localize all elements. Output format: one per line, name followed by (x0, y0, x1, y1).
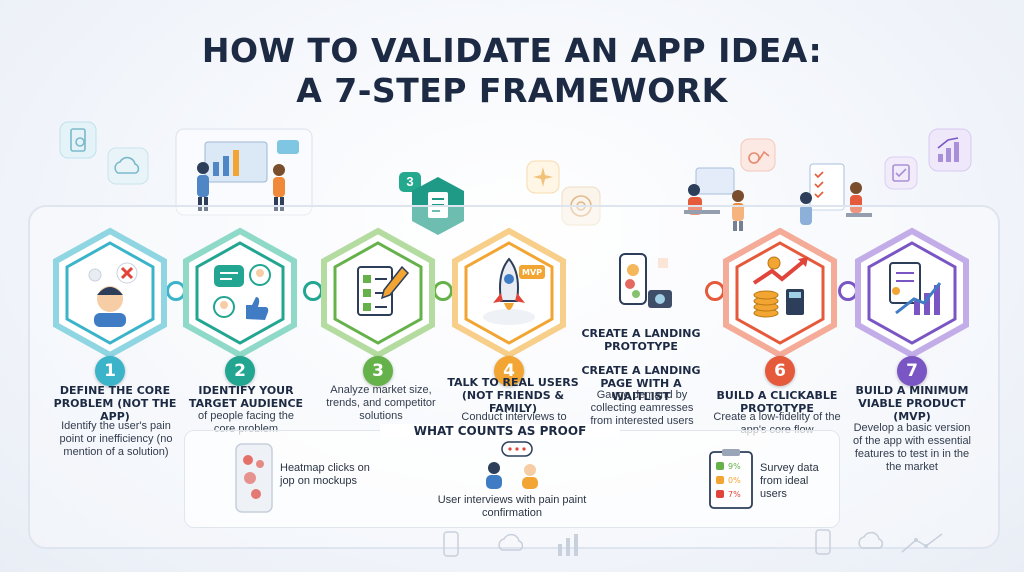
floating-step-badge: 3 (399, 172, 421, 192)
page-title-line2: A 7-STEP FRAMEWORK (296, 71, 728, 110)
check-square-icon (884, 156, 918, 190)
step-1-badge: 1 (95, 356, 125, 386)
page-title-line1: HOW TO VALIDATE AN APP IDEA: (201, 31, 823, 70)
proof-title: WHAT COUNTS AS PROOF (380, 424, 620, 438)
mvp-chart-icon (889, 262, 942, 315)
sparkle-icon (526, 160, 560, 194)
landing-phone-icon (619, 253, 672, 308)
step-1-hex (53, 227, 167, 359)
step-7-title: BUILD A MINIMUM VIABLE PRODUCT (MVP) (855, 384, 969, 423)
step-3-badge: 3 (363, 356, 393, 386)
frustrated-user-icon (88, 262, 138, 327)
heatmap-phone-icon (235, 443, 273, 513)
step-5-extra-title: CREATE A LANDING PROTOTYPE (581, 327, 701, 353)
cloud-icon (107, 147, 149, 185)
survey-value-1: 9% (728, 462, 741, 471)
growth-coins-icon (752, 256, 808, 318)
step-3-hex (321, 227, 435, 359)
step-7-hex (855, 227, 969, 359)
mvp-label: MVP (522, 268, 542, 277)
bottom-decor-icons-right (815, 529, 943, 555)
proof-item-interviews: User interviews with pain paint confirma… (437, 494, 587, 519)
survey-value-2: 0% (728, 476, 741, 485)
survey-clipboard-icon: 9% 0% 7% (709, 449, 753, 509)
audience-chat-icon (213, 264, 271, 320)
checklist-review-illustration-icon (800, 163, 872, 225)
step-2-title: IDENTIFY YOUR TARGET AUDIENCE (188, 384, 304, 410)
proof-item-heatmap: Heatmap clicks on jop on mockups (280, 462, 370, 487)
mvp-rocket-icon: MVP (483, 257, 545, 325)
step-1-title: DEFINE THE CORE PROBLEM (NOT THE APP) (53, 384, 177, 423)
step-6-badge: 6 (765, 356, 795, 386)
growth-chart-icon (928, 128, 972, 172)
step-2-hex (183, 227, 297, 359)
phone-search-icon (59, 121, 97, 159)
survey-value-3: 7% (728, 490, 741, 499)
step-4-title: TALK TO REAL USERS (NOT FRIENDS & FAMILY… (447, 376, 579, 415)
step-4-badge: 4 (494, 356, 524, 386)
step-3-desc: Analyze market size, trends, and competi… (326, 384, 436, 422)
step-6-hex (723, 227, 837, 359)
step-5-desc: Gauge demand by collecting eamresses fro… (590, 389, 694, 427)
coins-chart-icon (740, 138, 776, 172)
step-2-badge: 2 (225, 356, 255, 386)
step-4-hex: MVP (452, 227, 566, 359)
step-6-title: BUILD A CLICKABLE PROTOTYPE (716, 389, 838, 415)
research-checklist-icon (357, 265, 410, 316)
interview-users-icon (486, 441, 538, 489)
step-5-title: CREATE A LANDING PAGE WITH A WAITLIST (581, 364, 701, 403)
team-working-illustration-icon (684, 167, 744, 231)
proof-item-survey: Survey data from ideal users (760, 462, 819, 500)
step-4-desc: Conduct interviews to (461, 411, 567, 423)
step-1-desc: Identify the user's pain point or ineffi… (59, 420, 173, 458)
presentation-illustration-icon (175, 128, 313, 216)
bottom-decor-icons (443, 531, 578, 557)
step-7-desc: Develop a basic version of the app with … (852, 422, 972, 473)
step-7-badge: 7 (897, 356, 927, 386)
